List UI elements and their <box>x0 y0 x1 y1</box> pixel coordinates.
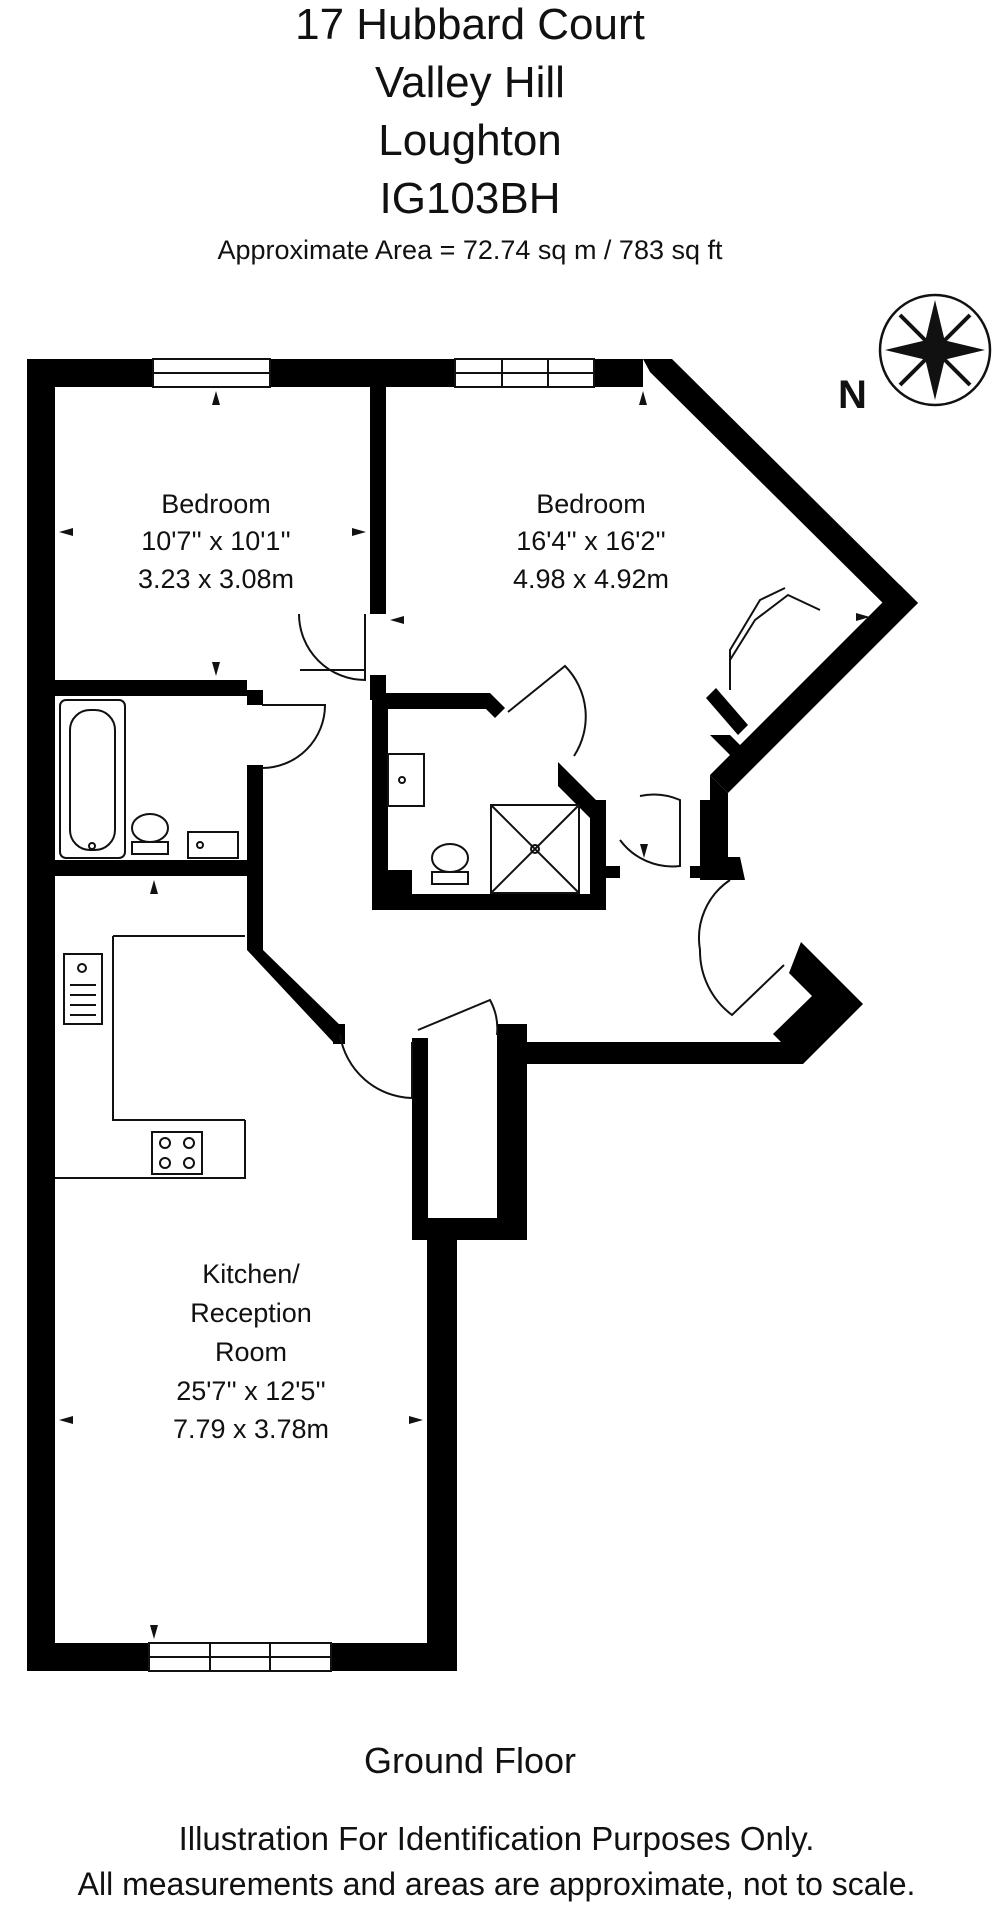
room-bedroom-2: Bedroom 16'4'' x 16'2'' 4.98 x 4.92m <box>513 489 669 594</box>
room-kitchen-reception: Kitchen/ Reception Room 25'7'' x 12'5'' … <box>173 1259 329 1444</box>
windows <box>148 358 595 1672</box>
room-dimensions-metric: 7.79 x 3.78m <box>173 1414 329 1444</box>
address-line-4: IG103BH <box>379 174 561 223</box>
room-dimensions-imperial: 16'4'' x 16'2'' <box>516 526 666 556</box>
disclaimer-line-2: All measurements and areas are approxima… <box>77 1866 916 1902</box>
address-line-1: 17 Hubbard Court <box>295 0 645 49</box>
address-line-2: Valley Hill <box>375 58 565 107</box>
north-label: N <box>838 373 867 417</box>
room-dimensions-metric: 4.98 x 4.92m <box>513 564 669 594</box>
room-name: Bedroom <box>161 489 271 519</box>
room-dimensions-imperial: 25'7'' x 12'5'' <box>176 1376 326 1406</box>
approximate-area: Approximate Area = 72.74 sq m / 783 sq f… <box>217 235 723 265</box>
dimension-arrows <box>59 391 870 1639</box>
room-bedroom-1: Bedroom 10'7'' x 10'1'' 3.23 x 3.08m <box>138 489 294 594</box>
room-dimensions-imperial: 10'7'' x 10'1'' <box>141 526 291 556</box>
walls <box>27 359 918 1671</box>
fixtures <box>55 587 821 1179</box>
room-name-line-1: Kitchen/ <box>202 1259 300 1289</box>
room-dimensions-metric: 3.23 x 3.08m <box>138 564 294 594</box>
door-swings <box>261 613 785 1100</box>
floor-label: Ground Floor <box>363 1740 577 1781</box>
room-name-line-3: Room <box>215 1337 287 1367</box>
room-name: Bedroom <box>536 489 646 519</box>
room-name-line-2: Reception <box>190 1298 312 1328</box>
disclaimer-line-1: Illustration For Identification Purposes… <box>178 1820 815 1857</box>
address-line-3: Loughton <box>378 116 562 165</box>
compass-rose-icon <box>878 293 992 407</box>
